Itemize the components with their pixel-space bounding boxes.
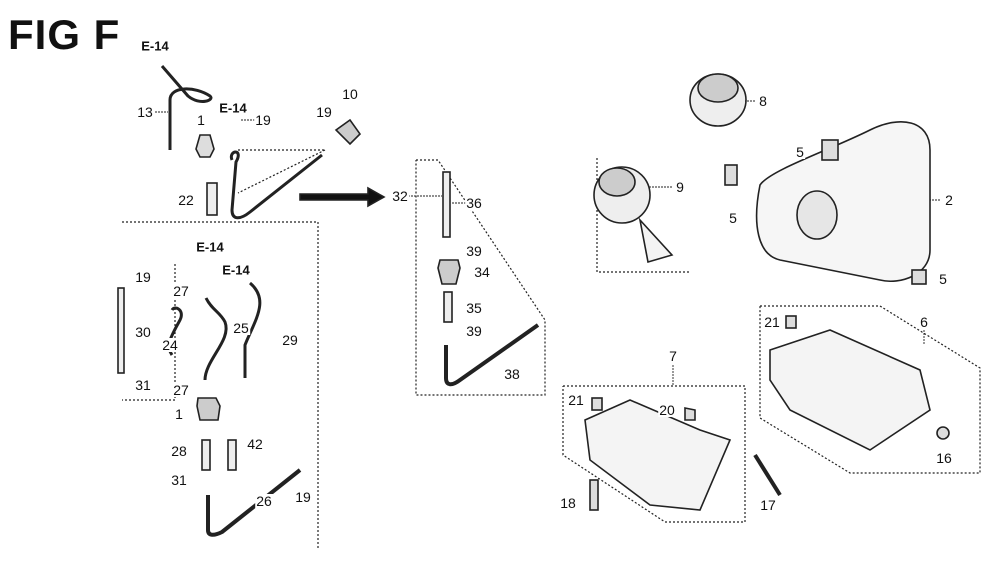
callout-10: 10 [341, 86, 359, 102]
reference-e14-left-2: E-14 [222, 262, 250, 278]
callout-34: 34 [473, 264, 491, 280]
callout-22: 22 [177, 192, 195, 208]
callout-24: 24 [161, 337, 179, 353]
callout-9: 9 [675, 179, 685, 195]
callout-21: 21 [567, 392, 585, 408]
callout-5: 5 [795, 144, 805, 160]
callout-5: 5 [938, 271, 948, 287]
arrow-icon [299, 186, 386, 208]
callout-17: 17 [759, 497, 777, 513]
reference-e14-upper: E-14 [219, 100, 247, 116]
figure-title: FIG F [8, 11, 121, 58]
callout-5: 5 [728, 210, 738, 226]
callout-21: 21 [763, 314, 781, 330]
callout-28: 28 [170, 443, 188, 459]
callout-36: 36 [465, 195, 483, 211]
callout-30: 30 [134, 324, 152, 340]
callout-1: 1 [174, 406, 184, 422]
callout-42: 42 [246, 436, 264, 452]
callout-13: 13 [136, 104, 154, 120]
callout-19: 19 [254, 112, 272, 128]
callout-31: 31 [170, 472, 188, 488]
callout-8: 8 [758, 93, 768, 109]
callout-35: 35 [465, 300, 483, 316]
callout-27: 27 [172, 382, 190, 398]
callout-38: 38 [503, 366, 521, 382]
callout-19: 19 [134, 269, 152, 285]
callout-39: 39 [465, 243, 483, 259]
callout-39: 39 [465, 323, 483, 339]
callout-19: 19 [294, 489, 312, 505]
group-outlines [122, 149, 981, 550]
callout-25: 25 [232, 320, 250, 336]
callout-29: 29 [281, 332, 299, 348]
callout-20: 20 [658, 402, 676, 418]
callout-2: 2 [944, 192, 954, 208]
callout-7: 7 [668, 348, 678, 364]
reference-e14-left-1: E-14 [196, 239, 224, 255]
callout-26: 26 [255, 493, 273, 509]
callout-19: 19 [315, 104, 333, 120]
callout-27: 27 [172, 283, 190, 299]
reference-e14-top: E-14 [141, 38, 169, 54]
callout-31: 31 [134, 377, 152, 393]
callout-18: 18 [559, 495, 577, 511]
callout-6: 6 [919, 314, 929, 330]
callout-1: 1 [196, 112, 206, 128]
callout-32: 32 [391, 188, 409, 204]
callout-16: 16 [935, 450, 953, 466]
